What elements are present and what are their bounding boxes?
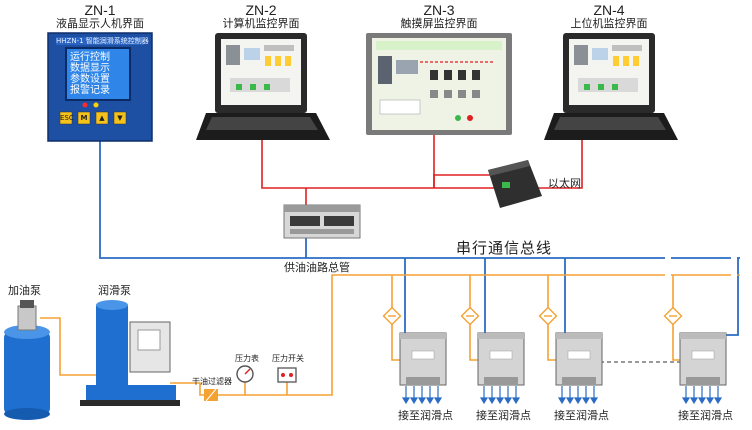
filter-icon [204,388,218,402]
panel-name: 液晶显示人机界面 [56,17,144,30]
status-led-icon [82,102,88,108]
pressure-switch-icon [277,367,297,383]
valve-icon [382,306,402,326]
panel-code: ZN-2 [245,2,277,18]
outlet-arrows [401,386,723,405]
valve-icons [382,306,683,326]
hmi-panel [47,32,153,142]
distributor-box [555,332,603,386]
laptop-zn4 [544,33,678,140]
lube-point-label: 接至润滑点 [678,409,733,422]
hmi-screen-line: 参数设置 [70,74,110,85]
panel-name: 触摸屏监控界面 [400,17,478,30]
ethernet-switch [488,160,542,208]
lube-point-label: 接至润滑点 [554,409,609,422]
status-led-icon [93,102,99,108]
supply-pipe-label: 供油油路总管 [284,261,350,274]
ethernet-label: 以太网 [548,177,581,190]
touch-screen [366,33,512,135]
lube-pump-label: 润滑泵 [98,284,131,297]
valve-icon [460,306,480,326]
distributor-box [679,332,727,386]
hmi-screen-line: 报警记录 [70,85,110,96]
valve-icon [538,306,558,326]
distributor-box [477,332,525,386]
fill-pump-label: 加油泵 [8,284,41,297]
hmi-screen-line: 数据显示 [70,63,110,74]
plc-controller [283,204,361,239]
lube-pump [80,300,180,406]
laptop-zn2 [196,33,330,140]
pressure-gauge-icon [236,365,254,383]
lube-point-label: 接至润滑点 [476,409,531,422]
hmi-key-m: M [80,114,88,122]
lube-point-label: 接至润滑点 [398,409,453,422]
panel-code: ZN-3 [423,2,455,18]
panel-code: ZN-1 [84,2,116,18]
hmi-key [59,111,73,125]
pressure-switch-label: 压力开关 [272,354,304,363]
supply-pipe-lines [40,274,740,396]
hmi-screen-line: 运行控制 [70,52,110,63]
valve-icon [663,306,683,326]
hmi-header: HHZN-1 智能润滑系统控制器 [56,37,149,45]
serial-bus-label: 串行通信总线 [456,239,553,257]
hmi-key-up: ▲ [99,114,105,122]
hmi-key-down: ▼ [117,114,123,122]
panel-name: 计算机监控界面 [222,17,300,30]
serial-bus-lines [99,140,740,336]
panel-code: ZN-4 [593,2,625,18]
fill-pump [4,300,50,420]
hmi-key [77,111,91,125]
distributor-box [399,332,447,386]
filter-label: 干油过滤器 [192,377,232,386]
ethernet-lines [261,134,583,205]
hmi-key-esc: ESC [60,114,74,122]
pressure-gauge-label: 压力表 [235,354,259,363]
hmi-key [95,111,109,125]
hmi-key [113,111,127,125]
panel-name: 上位机监控界面 [570,17,648,30]
